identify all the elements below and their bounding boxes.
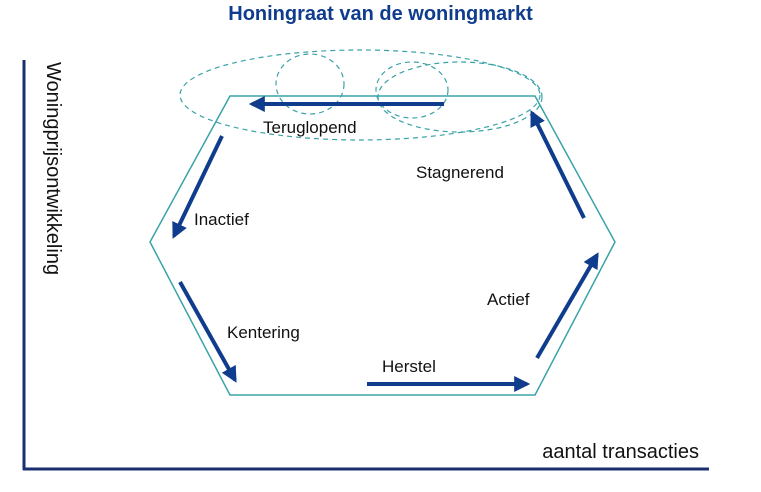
diagram-title: Honingraat van de woningmarkt [228,3,533,25]
label-herstel: Herstel [382,357,436,376]
arrow-inactief [172,135,224,239]
label-teruglopend: Teruglopend [263,118,357,137]
label-kentering: Kentering [227,323,300,342]
label-inactief: Inactief [194,210,249,229]
y-axis-label: Woningprijsontwikkeling [42,62,64,275]
honeycomb-hexagon [149,95,616,396]
dashed-ellipses [179,49,543,141]
label-actief: Actief [487,290,530,309]
x-axis-label: aantal transacties [542,441,699,463]
arrow-kentering [178,281,237,383]
label-stagnerend: Stagnerend [416,163,504,182]
arrow-stagnerend [530,110,586,219]
arrow-actief [535,252,599,360]
